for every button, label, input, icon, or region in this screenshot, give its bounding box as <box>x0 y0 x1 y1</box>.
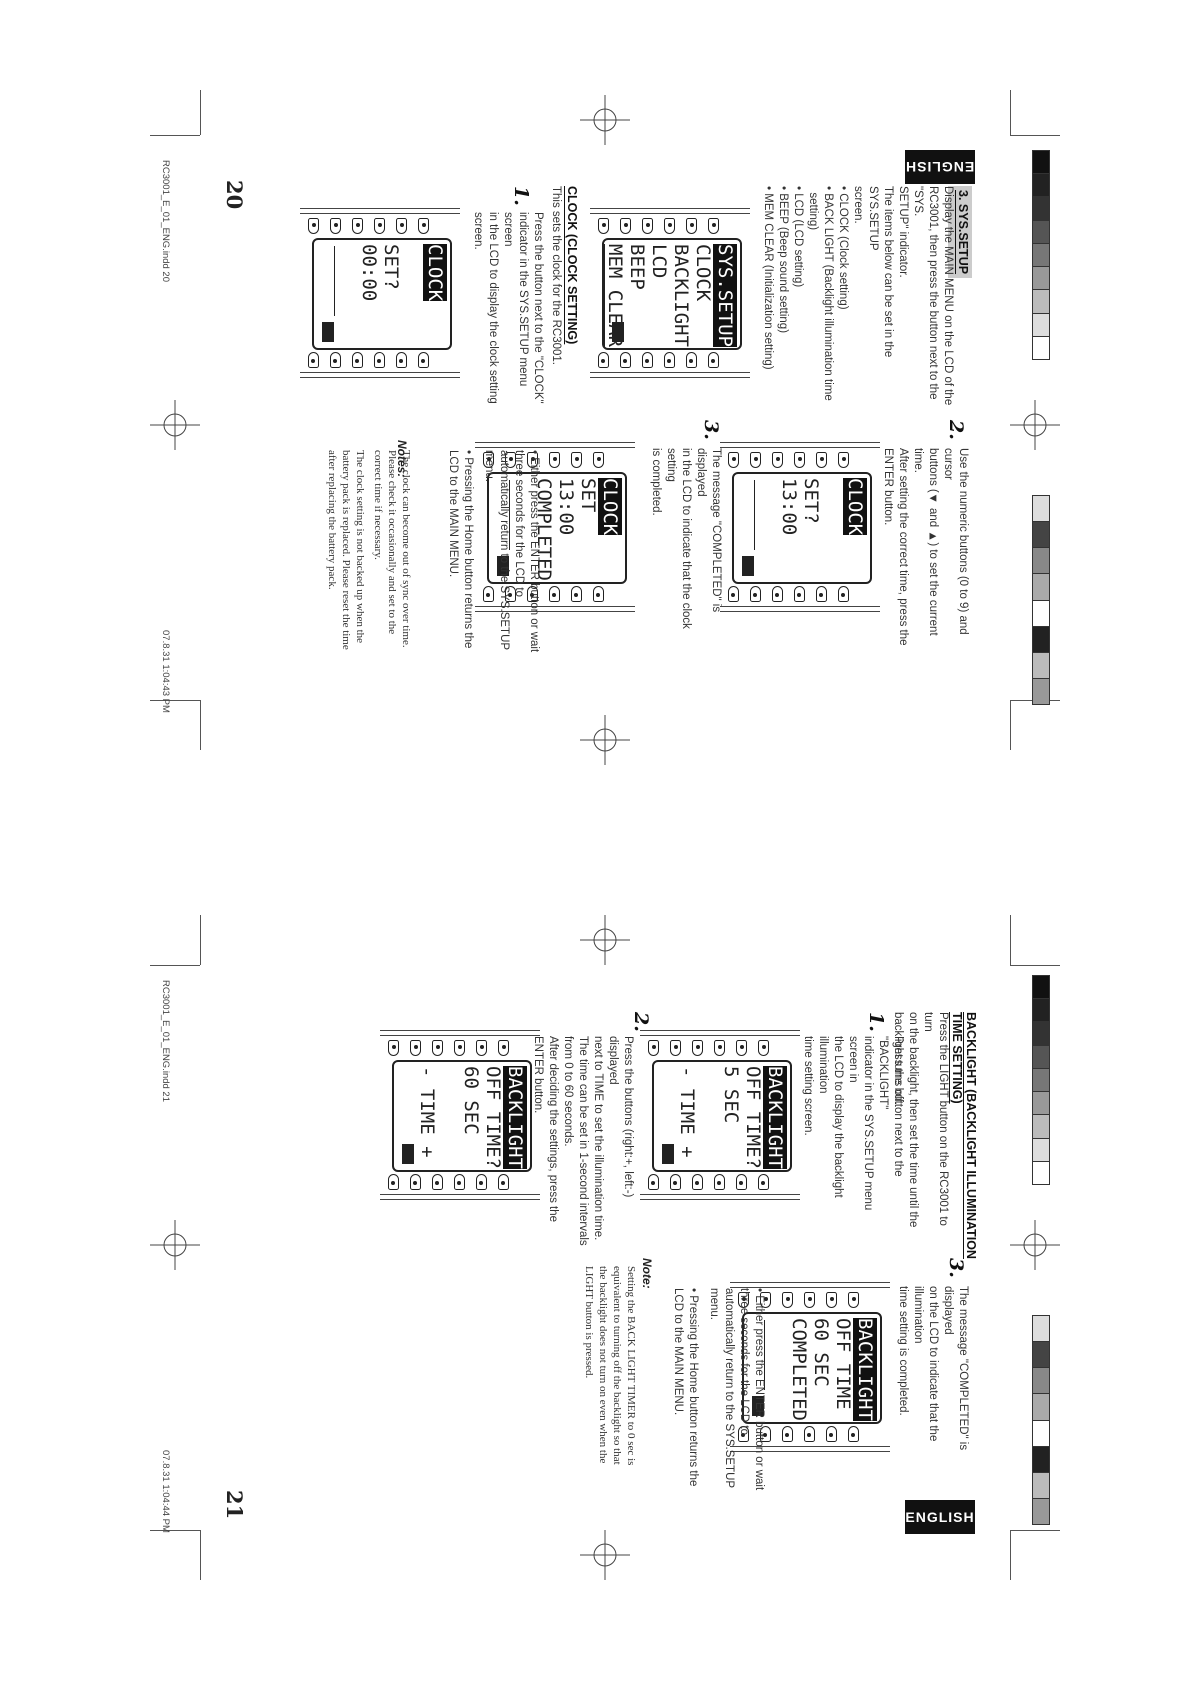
step-number: 1. <box>510 186 532 206</box>
sys-setup-intro: Display the MAIN MENU on the LCD of the … <box>852 186 954 406</box>
lcd-screen: CLOCK SET? 13:00 <box>732 472 872 584</box>
list-item: • Either press the ENTER button or wait … <box>483 450 540 653</box>
page-number: 20 <box>222 180 247 210</box>
lcd-screen: CLOCK SET 13:00 COMPLETED <box>487 472 627 584</box>
side-button <box>708 352 719 368</box>
battery-icon <box>752 1396 764 1416</box>
lcd-screen: BACKLIGHT OFF TIME 60 SEC COMPLETED <box>742 1312 882 1424</box>
note-text: Setting the BACK LIGHT TIMER to 0 sec is… <box>583 1266 637 1466</box>
lcd-screen: SYS.SETUP CLOCK BACKLIGHT LCD BEEP MEM C… <box>602 238 742 350</box>
clock-heading: CLOCK (CLOCK SETTING) <box>565 186 579 345</box>
footer-date: 07.8.31 1:04:43 PM <box>160 630 171 713</box>
notes-label: Notes: <box>395 440 409 478</box>
section-title: 3. SYS.SETUP <box>948 186 972 279</box>
bullet-list: • Either press the ENTER button or wait … <box>445 450 541 655</box>
registration-mark-icon <box>580 95 630 145</box>
battery-icon <box>497 556 509 576</box>
list-item: • LCD (LCD setting) <box>792 186 804 288</box>
device-lcd-clock-time: CLOCK SET? 13:00 <box>720 442 880 612</box>
device-lcd-backlight-set: BACKLIGHT OFF TIME? 5 SEC - TIME + <box>640 1030 800 1200</box>
step-text: Press the buttons (right:+, left:-) disp… <box>532 1036 634 1246</box>
side-button <box>664 218 675 234</box>
clock-intro: This sets the clock for the RC3001. <box>550 186 562 365</box>
section-heading: BACKLIGHT (BACKLIGHT ILLUMINATION TIME S… <box>950 1012 978 1259</box>
list-item: • Pressing the Home button returns the L… <box>672 1288 699 1487</box>
list-item: • BACK LIGHT (Backlight illumination tim… <box>822 186 834 401</box>
sys-setup-items: • CLOCK (Clock setting) • BACK LIGHT (Ba… <box>760 186 850 416</box>
device-lcd-menu: SYS.SETUP CLOCK BACKLIGHT LCD BEEP MEM C… <box>590 208 750 378</box>
battery-icon <box>402 1144 414 1164</box>
battery-icon <box>322 322 334 342</box>
list-item: setting) <box>807 192 819 231</box>
step-number: 3. <box>700 420 722 440</box>
step-text: Press the button next to the "BACKLIGHT"… <box>802 1036 904 1211</box>
side-button <box>598 218 609 234</box>
step-text: Use the numeric buttons (0 to 9) and cur… <box>882 448 969 646</box>
list-item: • Either press the ENTER button or wait … <box>708 1288 765 1491</box>
step-text: The message "COMPLETED" is displayed on … <box>897 1286 969 1451</box>
note-label: Note: <box>640 1258 654 1289</box>
registration-mark-icon <box>580 715 630 765</box>
bullet-list: • Either press the ENTER button or wait … <box>670 1288 766 1493</box>
battery-icon <box>612 322 624 342</box>
lcd-screen: BACKLIGHT OFF TIME? 5 SEC - TIME + <box>652 1060 792 1172</box>
side-button <box>686 352 697 368</box>
gray-scale-bar <box>1032 975 1050 1185</box>
gray-scale-bar <box>1032 495 1050 705</box>
side-button <box>642 218 653 234</box>
footer-file: RC3001_E_01_ENG.indd 20 <box>160 160 171 283</box>
page-number: 21 <box>222 1490 247 1520</box>
step-number: 2. <box>945 420 967 440</box>
side-button <box>664 352 675 368</box>
side-button <box>708 218 719 234</box>
language-tab: ENGLISH <box>905 150 975 184</box>
footer-date: 07.8.31 1:04:44 PM <box>160 1450 171 1533</box>
device-lcd-clock-set: CLOCK SET? 00:00 <box>300 208 460 378</box>
lcd-screen: CLOCK SET? 00:00 <box>312 238 452 350</box>
registration-mark-icon <box>150 400 200 450</box>
side-button <box>686 218 697 234</box>
side-button <box>642 352 653 368</box>
battery-icon <box>662 1144 674 1164</box>
battery-icon <box>742 556 754 576</box>
step-number: 1. <box>865 1012 887 1032</box>
device-lcd-backlight-time: BACKLIGHT OFF TIME? 60 SEC - TIME + <box>380 1030 540 1200</box>
device-lcd-clock-completed: CLOCK SET 13:00 COMPLETED <box>475 442 635 612</box>
lcd-screen: BACKLIGHT OFF TIME? 60 SEC - TIME + <box>392 1060 532 1172</box>
step-number: 3. <box>945 1258 967 1278</box>
list-item: • CLOCK (Clock setting) <box>837 186 849 310</box>
list-item: • MEM CLEAR (Initialization setting) <box>762 186 774 370</box>
registration-mark-icon <box>150 1220 200 1270</box>
registration-mark-icon <box>580 915 630 965</box>
registration-mark-icon <box>580 1530 630 1580</box>
step-text: The message "COMPLETED" is displayed in … <box>650 448 722 629</box>
registration-mark-icon <box>1010 400 1060 450</box>
gray-scale-bar <box>1032 150 1050 360</box>
list-item: • Pressing the Home button returns the L… <box>447 450 474 649</box>
side-button <box>620 218 631 234</box>
device-lcd-backlight-completed: BACKLIGHT OFF TIME 60 SEC COMPLETED <box>730 1282 890 1452</box>
step-number: 2. <box>630 1012 652 1032</box>
notes-text: The clock can become out of sync over ti… <box>326 450 412 650</box>
registration-mark-icon <box>1010 1220 1060 1270</box>
backlight-intro: Press the LIGHT button on the RC3001 to … <box>892 1012 949 1228</box>
step-text: Press the button next to the "CLOCK" ind… <box>472 212 544 404</box>
list-item: • BEEP (Beep sound setting) <box>777 186 789 334</box>
side-button <box>620 352 631 368</box>
language-tab: ENGLISH <box>905 1500 975 1534</box>
side-button <box>598 352 609 368</box>
gray-scale-bar <box>1032 1315 1050 1525</box>
footer-file: RC3001_E_01_ENG.indd 21 <box>160 980 171 1103</box>
